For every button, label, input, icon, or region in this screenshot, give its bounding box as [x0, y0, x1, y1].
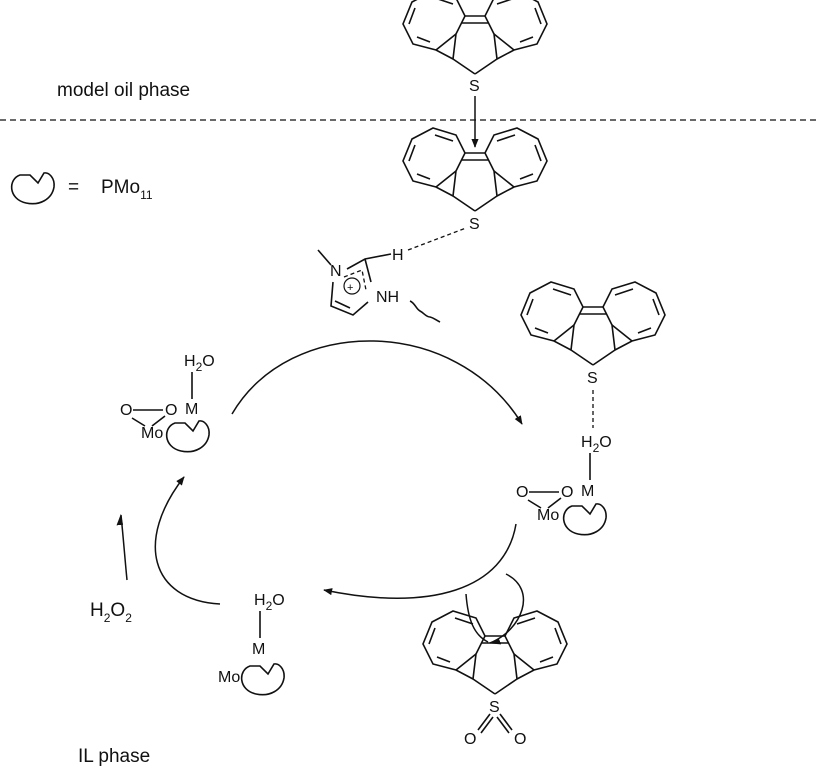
left-mo: Mo — [141, 425, 163, 442]
dbt-coordinated-sulfur: S — [587, 370, 598, 387]
left-catalyst-pocket — [165, 420, 210, 453]
dbt-coordinated-structure — [520, 281, 666, 366]
cycle-arrow-bottom — [323, 523, 517, 599]
imidazolium-h: H — [392, 247, 404, 264]
right-catalyst-pocket — [562, 503, 607, 536]
legend-catalyst-label: PMo11 — [101, 177, 153, 202]
cycle-arrow-top — [231, 340, 523, 425]
left-water-label: H2O — [184, 353, 215, 374]
bottom-water-label: H2O — [254, 592, 285, 613]
dbt-sulfone-structure — [422, 610, 568, 695]
sulfone-o1: O — [464, 731, 476, 748]
sulfone-release-arrow — [488, 573, 525, 645]
dbt-il-sulfur: S — [469, 216, 480, 233]
left-metal-m: M — [185, 401, 198, 418]
bottom-mo: Mo — [218, 669, 240, 686]
dbt-oil-phase-structure — [402, 0, 548, 75]
dbt-oil-sulfur: S — [469, 78, 480, 95]
right-metal-m: M — [581, 483, 594, 500]
sulfone-bonds — [477, 713, 513, 734]
right-peroxo-o2: O — [561, 484, 573, 501]
sulfone-release-arrow-tail — [465, 593, 489, 643]
sulfone-o2: O — [514, 731, 526, 748]
left-peroxo-o1: O — [120, 402, 132, 419]
right-water-label: H2O — [581, 434, 612, 455]
imidazolium-charge: + — [347, 282, 353, 294]
imidazolium-n1: N — [330, 263, 342, 280]
right-mo: Mo — [537, 507, 559, 524]
il-phase-label: IL phase — [78, 746, 150, 767]
legend-equals: = — [68, 177, 79, 198]
imidazolium-cation-structure — [317, 249, 441, 323]
left-peroxo-bonds — [131, 409, 166, 427]
dbt-h-bond — [407, 227, 467, 251]
cycle-arrow-left — [154, 476, 221, 605]
right-peroxo-bonds — [527, 491, 562, 509]
sulfone-sulfur: S — [489, 699, 500, 716]
oil-phase-label: model oil phase — [57, 80, 190, 101]
h2o2-entry-arrow — [116, 513, 128, 581]
bottom-catalyst-pocket — [240, 663, 285, 696]
catalyst-pocket-icon — [10, 172, 55, 205]
h2o2-label: H2O2 — [90, 600, 132, 625]
right-peroxo-o1: O — [516, 484, 528, 501]
bottom-metal-m: M — [252, 641, 265, 658]
left-peroxo-o2: O — [165, 402, 177, 419]
imidazolium-nh: NH — [376, 289, 399, 306]
